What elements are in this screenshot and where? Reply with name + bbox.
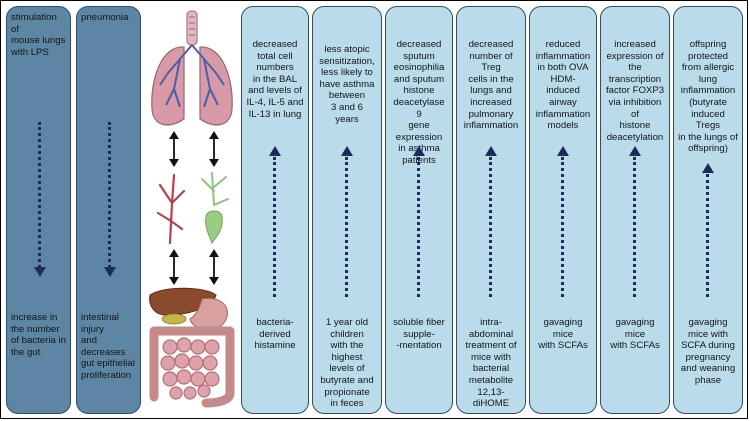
pathway-column-fiber: decreased sputum eosinophilia and sputum…	[385, 6, 453, 414]
dotted-arrow-shaft	[38, 122, 41, 268]
lungs-icon	[151, 10, 233, 126]
pathway-column-scfa-ova: reduced inflammation in both OVA HDM- in…	[529, 6, 597, 414]
pathway-cause-text: bacteria-derived histamine	[254, 317, 296, 352]
arrow-up-icon	[557, 146, 569, 156]
double-arrow-icon	[169, 249, 219, 285]
pathway-cause-text: gavaging mice with SCFAs	[610, 317, 660, 352]
pathway-column-pneumonia: pneumonia intestinal injury and decrease…	[76, 6, 141, 414]
arrow-down-icon	[34, 267, 46, 277]
dotted-arrow-shaft	[108, 122, 111, 268]
pathway-effect-text: decreased total cell numbers in the BAL …	[246, 39, 304, 120]
pathway-column-offspring: offspring protected from allergic lung i…	[673, 6, 743, 414]
pathway-cause-text: pneumonia	[81, 12, 129, 23]
pathway-column-scfa-foxp3: increased expression of the transcriptio…	[600, 6, 670, 414]
dotted-arrow-shaft	[417, 157, 420, 297]
pathway-column-dihome: decreased number of Treg cells in the lu…	[456, 6, 526, 414]
pathway-effect-text: decreased number of Treg cells in the lu…	[463, 39, 519, 132]
dotted-arrow-shaft	[633, 157, 636, 297]
organ-illustration	[144, 9, 240, 413]
pathway-effect-text: increase in the number of bacteria in th…	[11, 312, 66, 358]
arrow-up-icon	[629, 146, 641, 156]
pathway-column-histamine: decreased total cell numbers in the BAL …	[241, 6, 309, 414]
pathway-column-lps: stimulation of mouse lungs with LPS incr…	[6, 6, 71, 414]
double-arrow-icon	[169, 131, 219, 167]
pathway-effect-text: intestinal injury and decreases gut epit…	[81, 312, 135, 381]
arrow-down-icon	[104, 267, 116, 277]
dotted-arrow-shaft	[706, 174, 709, 297]
neuron-icon	[201, 172, 229, 245]
arrow-up-icon	[269, 146, 281, 156]
dotted-arrow-shaft	[489, 157, 492, 297]
arrow-up-icon	[702, 163, 714, 173]
dotted-arrow-shaft	[273, 157, 276, 297]
pathway-column-children: less atopic sensitization, less likely t…	[312, 6, 382, 414]
pathway-cause-text: stimulation of mouse lungs with LPS	[11, 12, 66, 58]
digestive-system-icon	[149, 287, 235, 408]
pathway-cause-text: intra-abdominal treatment of mice with b…	[465, 317, 517, 410]
pathway-cause-text: soluble fiber supple- -mentation	[393, 317, 445, 352]
pathway-effect-text: reduced inflammation in both OVA HDM- in…	[535, 39, 591, 132]
pathway-cause-text: gavaging mice with SCFAs	[538, 317, 588, 352]
arrow-up-icon	[485, 146, 497, 156]
pathway-effect-text: offspring protected from allergic lung i…	[678, 39, 738, 155]
arrow-up-icon	[341, 146, 353, 156]
arrow-up-icon	[413, 146, 425, 156]
dotted-arrow-shaft	[561, 157, 564, 297]
pathway-effect-text: increased expression of the transcriptio…	[605, 39, 665, 143]
pathway-effect-text: less atopic sensitization, less likely t…	[319, 44, 375, 125]
blood-vessel-icon	[156, 173, 186, 245]
pathway-cause-text: 1 year old children with the highest lev…	[320, 317, 374, 410]
pathway-cause-text: gavaging mice with SCFA during pregnancy…	[680, 317, 736, 386]
dotted-arrow-shaft	[345, 157, 348, 297]
